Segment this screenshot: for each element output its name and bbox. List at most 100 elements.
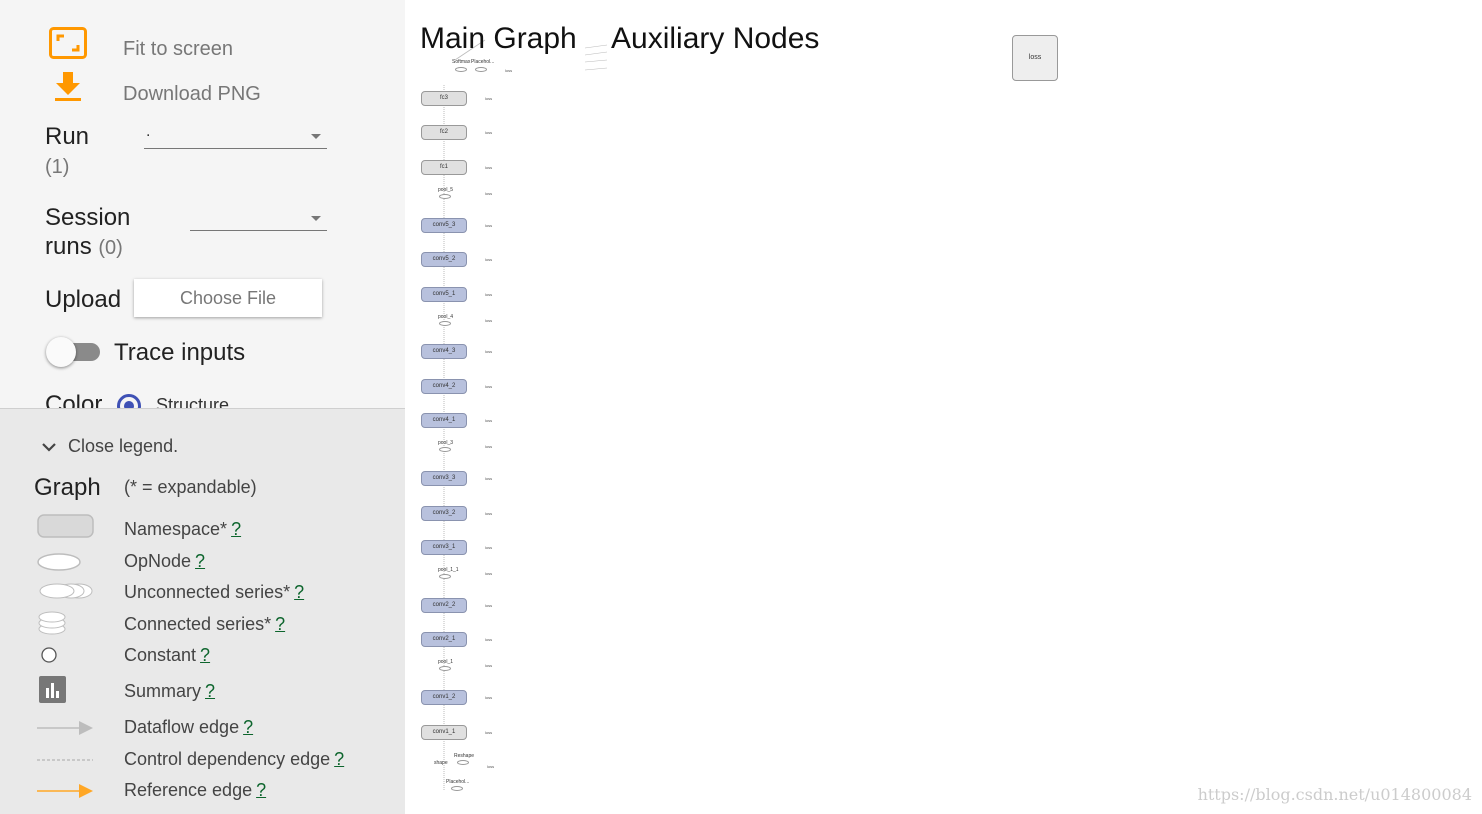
graph-node-conv1-1[interactable]: conv1_1 bbox=[421, 725, 467, 740]
graph-node-conv5-2[interactable]: conv5_2 bbox=[421, 252, 467, 267]
node-loss-label: loss bbox=[485, 96, 493, 101]
fit-to-screen-icon[interactable] bbox=[49, 27, 87, 59]
run-label-text: Run bbox=[45, 123, 90, 150]
color-structure-label: Structure bbox=[156, 395, 230, 408]
reshape-ellipse[interactable] bbox=[457, 760, 469, 765]
legend-item-unconnected-series: Unconnected series*? bbox=[124, 582, 304, 603]
pool-node[interactable] bbox=[439, 666, 451, 671]
connected-series-icon bbox=[38, 611, 66, 635]
placeholder-ellipse[interactable] bbox=[475, 67, 487, 72]
session-runs-select[interactable] bbox=[190, 211, 327, 231]
help-link[interactable]: ? bbox=[243, 717, 254, 737]
graph-node-conv4-1[interactable]: conv4_1 bbox=[421, 413, 467, 428]
session-runs-label: Session runs (0) bbox=[45, 203, 130, 263]
close-legend-label: Close legend. bbox=[68, 436, 179, 456]
softmax-ellipse[interactable] bbox=[455, 67, 467, 72]
reshape-node[interactable]: Reshape bbox=[454, 753, 475, 759]
node-loss-label: loss bbox=[485, 603, 493, 608]
pool-node[interactable] bbox=[439, 321, 451, 326]
help-link[interactable]: ? bbox=[294, 582, 305, 602]
help-link[interactable]: ? bbox=[334, 749, 345, 769]
fit-to-screen-button[interactable]: Fit to screen bbox=[123, 38, 234, 60]
shape-node[interactable]: shape bbox=[434, 760, 448, 766]
legend-label: OpNode bbox=[124, 551, 192, 571]
graph-edges bbox=[443, 39, 608, 790]
legend-label: Reference edge bbox=[124, 780, 253, 800]
color-structure-radio[interactable] bbox=[117, 394, 141, 408]
legend-item-namespace: Namespace*? bbox=[124, 519, 241, 540]
legend-item-connected-series: Connected series*? bbox=[124, 614, 285, 635]
node-loss-label: loss bbox=[485, 257, 493, 262]
legend-item-opnode: OpNode? bbox=[124, 551, 205, 572]
graph-node-fc1[interactable]: fc1 bbox=[421, 160, 467, 175]
node-loss-label: loss bbox=[485, 191, 493, 196]
help-link[interactable]: ? bbox=[275, 614, 286, 634]
graph-node-conv2-1[interactable]: conv2_1 bbox=[421, 632, 467, 647]
pool-node-label: pool_1 bbox=[438, 659, 454, 665]
session-dropdown-arrow-icon bbox=[311, 216, 321, 221]
run-select[interactable]: . bbox=[144, 123, 327, 149]
control-dependency-edge-icon bbox=[37, 759, 93, 761]
graph-node-conv3-1[interactable]: conv3_1 bbox=[421, 540, 467, 555]
auxiliary-loss-node[interactable]: loss bbox=[1012, 35, 1058, 81]
legend-item-control-dependency-edge: Control dependency edge? bbox=[124, 749, 344, 770]
node-loss-label: loss bbox=[485, 637, 493, 642]
help-link[interactable]: ? bbox=[200, 645, 211, 665]
upload-label: Upload bbox=[45, 286, 122, 313]
chevron-down-icon bbox=[42, 442, 56, 452]
pool-node[interactable] bbox=[439, 447, 451, 452]
node-loss-label: loss bbox=[485, 545, 493, 550]
graph-node-conv1-2[interactable]: conv1_2 bbox=[421, 690, 467, 705]
help-link[interactable]: ? bbox=[195, 551, 206, 571]
pool-node[interactable] bbox=[439, 574, 451, 579]
close-legend-toggle[interactable]: Close legend. bbox=[40, 436, 178, 457]
legend-label: Summary bbox=[124, 681, 202, 701]
reference-edge-icon bbox=[37, 784, 93, 798]
dataflow-edge-icon bbox=[37, 721, 93, 735]
legend-label: Unconnected series* bbox=[124, 582, 291, 602]
node-loss-label: loss bbox=[485, 476, 493, 481]
pool-node[interactable] bbox=[439, 194, 451, 199]
node-loss-label: loss bbox=[485, 695, 493, 700]
help-link[interactable]: ? bbox=[256, 780, 267, 800]
node-loss-label: loss bbox=[485, 130, 493, 135]
node-loss-label: loss bbox=[485, 444, 493, 449]
node-loss-label: loss bbox=[485, 165, 493, 170]
graph-node-conv5-1[interactable]: conv5_1 bbox=[421, 287, 467, 302]
download-icon[interactable] bbox=[54, 72, 82, 102]
graph-node-fc2[interactable]: fc2 bbox=[421, 125, 467, 140]
graph-node-conv4-2[interactable]: conv4_2 bbox=[421, 379, 467, 394]
node-loss-label: loss bbox=[485, 349, 493, 354]
trace-inputs-toggle-knob[interactable] bbox=[46, 337, 76, 367]
opnode-icon bbox=[37, 553, 81, 571]
session-label-line1: Session bbox=[45, 204, 131, 231]
pool-node-label: pool_4 bbox=[438, 314, 454, 320]
graph-node-fc3[interactable]: fc3 bbox=[421, 91, 467, 106]
bottom-placeholder-node[interactable]: Placehol... bbox=[446, 779, 470, 785]
session-label-line2: runs bbox=[45, 233, 92, 260]
legend-item-reference-edge: Reference edge? bbox=[124, 780, 266, 801]
graph-canvas[interactable]: Main Graph Auxiliary Nodes Softmax Place… bbox=[405, 0, 1482, 814]
bottom-placeholder-ellipse[interactable] bbox=[451, 786, 463, 791]
graph-node-conv3-2[interactable]: conv3_2 bbox=[421, 506, 467, 521]
color-label: Color bbox=[45, 391, 103, 408]
choose-file-button[interactable]: Choose File bbox=[134, 279, 322, 317]
download-png-button[interactable]: Download PNG bbox=[123, 83, 261, 105]
graph-node-conv4-3[interactable]: conv4_3 bbox=[421, 344, 467, 359]
legend-item-summary: Summary? bbox=[124, 681, 215, 702]
legend-title: Graph bbox=[34, 474, 101, 501]
graph-node-conv2-2[interactable]: conv2_2 bbox=[421, 598, 467, 613]
controls-panel: Fit to screen Download PNG Run (1) . Ses… bbox=[0, 0, 405, 408]
graph-node-conv5-3[interactable]: conv5_3 bbox=[421, 218, 467, 233]
help-link[interactable]: ? bbox=[231, 519, 242, 539]
graph-node-conv3-3[interactable]: conv3_3 bbox=[421, 471, 467, 486]
legend-label: Namespace* bbox=[124, 519, 228, 539]
auxiliary-nodes-title: Auxiliary Nodes bbox=[611, 22, 820, 55]
legend-panel bbox=[0, 408, 405, 814]
softmax-node[interactable]: Softmax bbox=[452, 59, 471, 65]
legend-item-constant: Constant? bbox=[124, 645, 210, 666]
node-loss-label: loss bbox=[485, 511, 493, 516]
legend-label: Dataflow edge bbox=[124, 717, 240, 737]
top-placeholder-node[interactable]: Placehol... bbox=[471, 59, 495, 65]
help-link[interactable]: ? bbox=[205, 681, 216, 701]
